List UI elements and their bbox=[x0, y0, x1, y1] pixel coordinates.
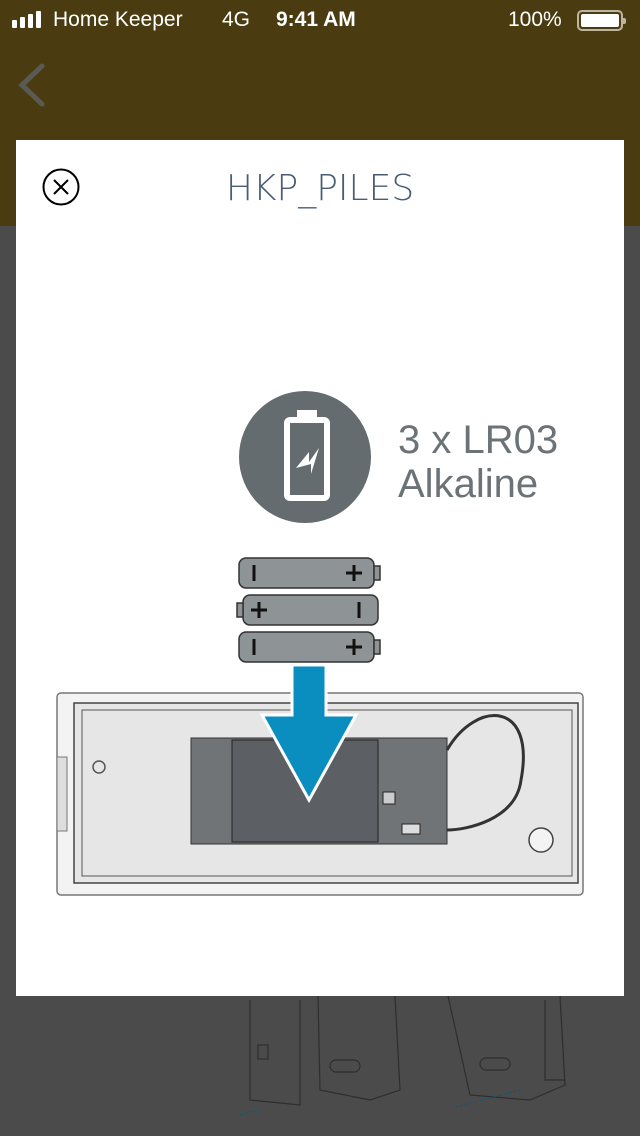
device-housing bbox=[56, 692, 584, 896]
battery-charging-icon bbox=[239, 391, 371, 523]
insert-arrow bbox=[259, 663, 359, 804]
signal-icon bbox=[12, 11, 41, 28]
clock: 9:41 AM bbox=[276, 8, 356, 31]
battery-icon bbox=[577, 10, 626, 31]
aaa-batteries bbox=[236, 557, 381, 663]
network-label: 4G bbox=[222, 8, 251, 31]
battery-installation-illustration bbox=[56, 391, 584, 896]
close-circle-icon[interactable] bbox=[42, 168, 80, 206]
battery-percent: 100% bbox=[508, 8, 562, 31]
carrier-label: Home Keeper bbox=[53, 8, 183, 31]
dialog-title: HKP_PILES bbox=[225, 168, 415, 209]
battery-info-dialog: HKP_PILES 3 x LR03 Al bbox=[16, 140, 624, 996]
battery-chemistry-label: Alkaline bbox=[398, 462, 539, 506]
chevron-left-icon[interactable] bbox=[14, 62, 54, 108]
battery-type-label: 3 x LR03 bbox=[398, 418, 559, 462]
status-bar: Home Keeper 4G 9:41 AM 100% bbox=[0, 0, 640, 40]
